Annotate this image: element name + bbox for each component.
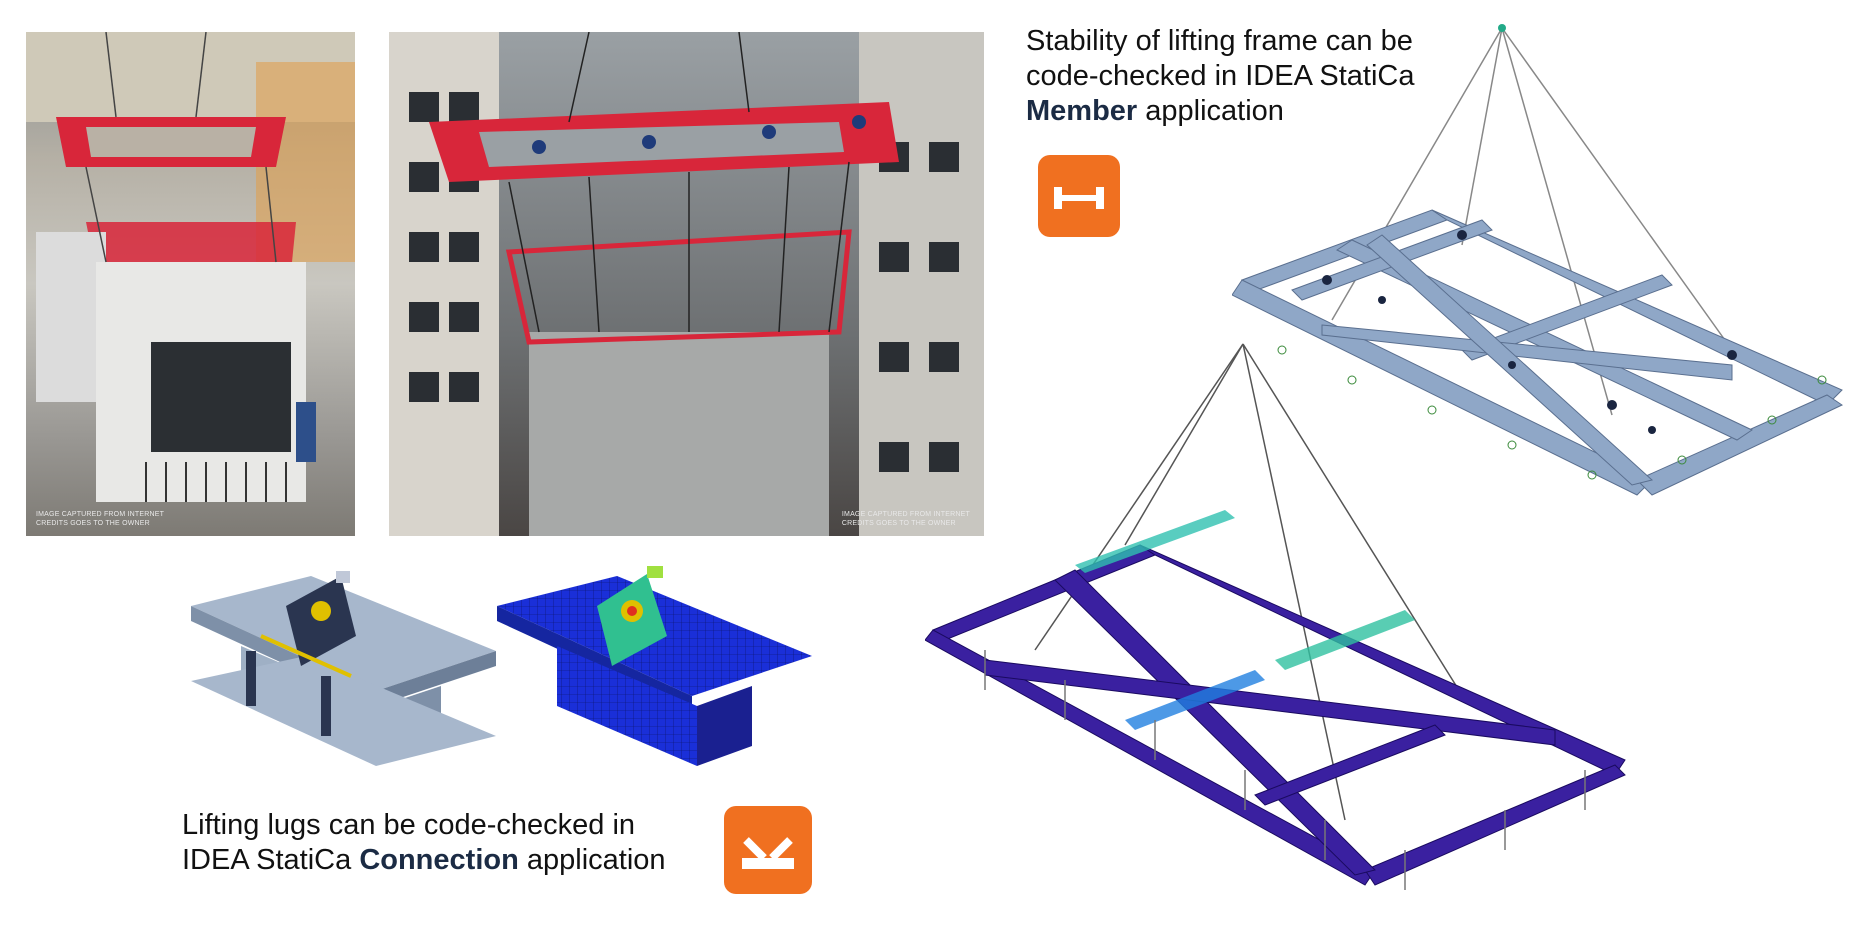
member-description: Stability of lifting frame can be code-c… (1026, 24, 1414, 129)
photo-illustration (26, 32, 355, 502)
connection-app-icon (724, 806, 812, 894)
photo-caption-line2: CREDITS GOES TO THE OWNER (36, 520, 150, 527)
connection-text-line2: IDEA StatiCa (182, 844, 360, 876)
connection-app-name: Connection (359, 844, 519, 876)
photo-lifting-frame: IMAGE CAPTURED FROM INTERNET CREDITS GOES… (389, 32, 984, 536)
member-app-icon (1038, 155, 1120, 237)
member-text-line3: application (1137, 95, 1284, 127)
connection-text-line1: Lifting lugs can be code-checked in (182, 809, 636, 841)
photo-illustration (389, 32, 984, 536)
member-text-line1: Stability of lifting frame can be (1026, 25, 1413, 57)
lifting-cables (1034, 343, 1466, 821)
lifting-lug-fe-model (497, 566, 812, 766)
connection-description: Lifting lugs can be code-checked in IDEA… (182, 808, 666, 878)
photo-lifted-module: IMAGE CAPTURED FROM INTERNET CREDITS GOES… (26, 32, 355, 536)
connection-text-line2-rest: application (518, 844, 666, 876)
lifting-frame-member-model (1232, 24, 1844, 496)
member-app-name: Member (1026, 95, 1138, 127)
lifting-frame-fe-model (925, 343, 1626, 890)
photo-caption-line2: CREDITS GOES TO THE OWNER (841, 520, 956, 527)
photo-caption-line1: IMAGE CAPTURED FROM INTERNET (36, 511, 165, 518)
lifting-lug-model (191, 571, 496, 766)
photo-caption-line1: IMAGE CAPTURED FROM INTERNET (841, 511, 970, 518)
member-text-line2: code-checked in IDEA StatiCa (1026, 60, 1415, 92)
